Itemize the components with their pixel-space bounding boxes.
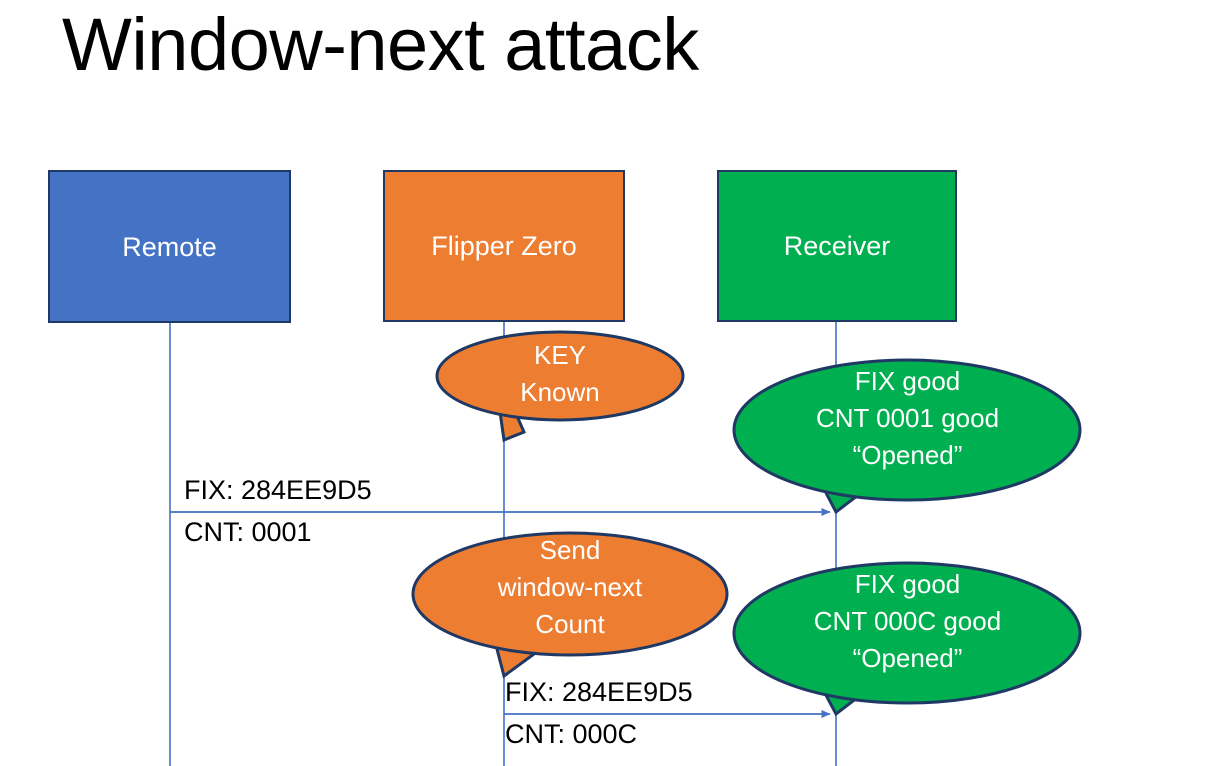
message-1-fix-label: FIX: 284EE9D5 (184, 475, 372, 505)
callout-shape-key-known (435, 330, 685, 443)
actor-box-remote[interactable]: Remote (48, 170, 291, 323)
message-1-cnt-label: CNT: 0001 (184, 517, 312, 547)
page-title: Window-next attack (62, 3, 699, 86)
callout-shape-fix-good-2 (732, 561, 1082, 717)
actor-box-receiver[interactable]: Receiver (717, 170, 957, 322)
callout-shape-fix-good-1 (732, 358, 1082, 515)
message-2-fix-label: FIX: 284EE9D5 (505, 677, 693, 707)
actor-box-flipper-zero[interactable]: Flipper Zero (383, 170, 625, 322)
message-2-cnt-label: CNT: 000C (505, 719, 638, 749)
callout-shape-send-window-next (411, 531, 729, 679)
